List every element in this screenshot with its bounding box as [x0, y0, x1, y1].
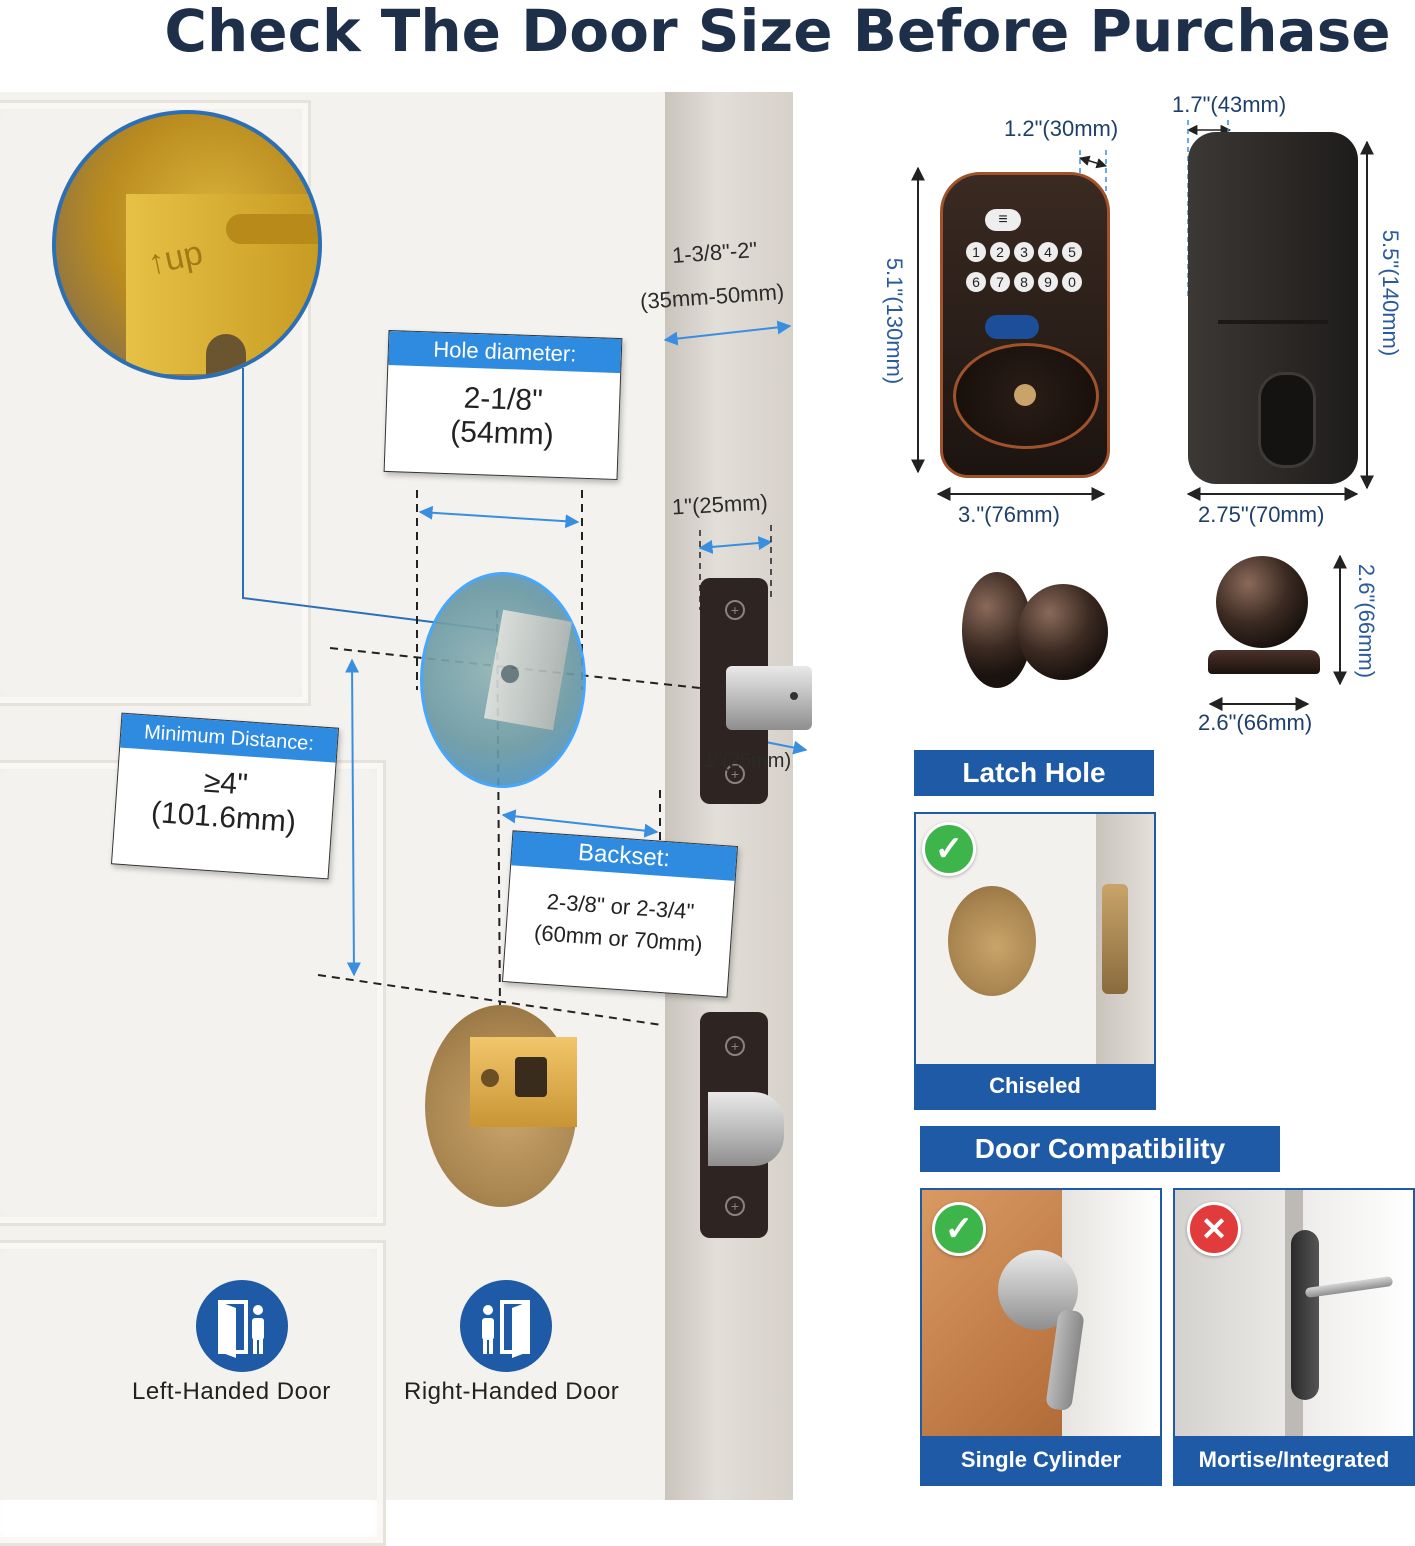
- key-9: 9: [1038, 272, 1058, 292]
- key-2: 2: [990, 242, 1010, 262]
- latch-hole-circle: [948, 886, 1036, 996]
- key-0: 0: [1062, 272, 1082, 292]
- keyhole-rose: [953, 343, 1099, 449]
- latch-zoom-circle: ↑up: [52, 110, 322, 380]
- knob-base: [1208, 650, 1320, 674]
- back-lock-width: 2.75"(70mm): [1198, 502, 1325, 527]
- mortise-caption: Mortise/Integrated: [1175, 1436, 1413, 1484]
- latch-plate-width: 1"(25mm): [671, 489, 769, 520]
- hole-diameter-mm: (54mm): [449, 415, 555, 452]
- knob-width: 2.6"(66mm): [1198, 710, 1313, 735]
- chiseled-recess: [1102, 884, 1128, 994]
- page-title: Check The Door Size Before Purchase: [164, 0, 1391, 65]
- mortise-card: ✕ Mortise/Integrated: [1173, 1188, 1415, 1486]
- left-handed-door-icon: [196, 1280, 288, 1372]
- single-cylinder-card: ✓ Single Cylinder: [920, 1188, 1162, 1486]
- backset-label: Backset: 2-3/8" or 2-3/4" (60mm or 70mm): [501, 830, 739, 998]
- back-lock-height: 5.5"(140mm): [1378, 229, 1403, 357]
- deadbolt-hole: [420, 572, 586, 788]
- latch-bolt-size: 1"(25mm): [704, 750, 792, 772]
- hole-diameter-label: Hole diameter: 2-1/8" (54mm): [383, 329, 623, 481]
- mortise-plate: [1291, 1230, 1319, 1400]
- right-handed-door-label: Right-Handed Door: [404, 1378, 620, 1405]
- right-handed-door-icon: [460, 1280, 552, 1372]
- key-5: 5: [1062, 242, 1082, 262]
- key-4: 4: [1038, 242, 1058, 262]
- knob-front-icon: [1216, 556, 1308, 648]
- door-compatibility-heading: Door Compatibility: [920, 1126, 1280, 1172]
- menu-button-icon: ≡: [985, 209, 1021, 231]
- thumbturn-icon: [1258, 372, 1316, 468]
- key-3: 3: [1014, 242, 1034, 262]
- latch-hole: [425, 1005, 577, 1207]
- check-icon: ✓: [932, 1202, 986, 1256]
- dimension-lines: [242, 120, 1374, 1026]
- cross-icon: ✕: [1187, 1202, 1241, 1256]
- deadbolt-bolt: [726, 666, 812, 730]
- spring-latch: [708, 1092, 784, 1166]
- key-6: 6: [966, 272, 986, 292]
- key-7: 7: [990, 272, 1010, 292]
- keypad-height: 5.1"(130mm): [882, 257, 907, 385]
- keypad-width: 3."(76mm): [958, 502, 1060, 527]
- minimum-distance-label: Minimum Distance: ≥4" (101.6mm): [110, 712, 340, 880]
- screw-icon: +: [725, 1036, 745, 1056]
- screw-icon: +: [725, 1196, 745, 1216]
- back-lock-depth: 1.7"(43mm): [1172, 92, 1287, 117]
- interior-lock-back: [1188, 132, 1358, 484]
- knob-side-icon: [1018, 584, 1108, 680]
- latch-hole-card: ✓ Chiseled: [914, 812, 1156, 1110]
- fingerprint-sensor-icon: [985, 315, 1039, 339]
- screw-icon: +: [725, 764, 745, 784]
- keypad-depth: 1.2"(30mm): [1004, 116, 1119, 141]
- knob-height: 2.6"(66mm): [1354, 563, 1379, 679]
- key-1: 1: [966, 242, 986, 262]
- key-8: 8: [1014, 272, 1034, 292]
- left-handed-door-label: Left-Handed Door: [132, 1378, 331, 1405]
- latch-hole-heading: Latch Hole: [914, 750, 1154, 796]
- door-panel-top-left: [0, 100, 311, 706]
- screw-icon: +: [725, 600, 745, 620]
- latch-hole-caption: Chiseled: [916, 1064, 1154, 1108]
- single-cylinder-caption: Single Cylinder: [922, 1436, 1160, 1484]
- check-icon: ✓: [922, 822, 976, 876]
